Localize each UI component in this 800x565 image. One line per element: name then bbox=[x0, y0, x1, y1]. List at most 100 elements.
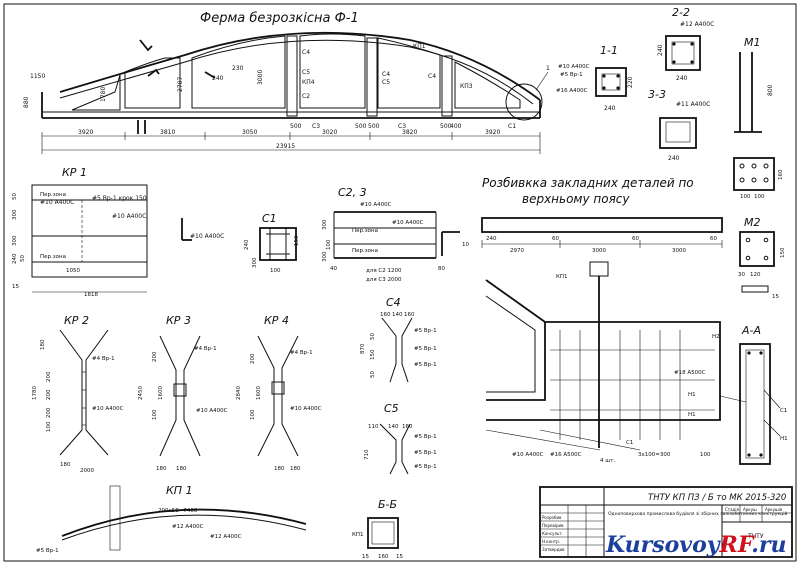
svg-text:500: 500 bbox=[440, 123, 452, 130]
svg-text:#10 А400С: #10 А400С bbox=[558, 64, 590, 70]
svg-text:#5 Вр-1: #5 Вр-1 bbox=[414, 434, 437, 440]
post-1 bbox=[286, 35, 298, 117]
svg-text:Пер.зона: Пер.зона bbox=[352, 248, 378, 254]
svg-text:200x58=7400: 200x58=7400 bbox=[158, 508, 198, 514]
c5-title: С5 bbox=[384, 402, 399, 415]
svg-text:#18 А500С: #18 А500С bbox=[674, 370, 706, 376]
svg-text:180: 180 bbox=[290, 466, 301, 472]
svg-text:60: 60 bbox=[632, 236, 639, 242]
svg-text:#12 А400С: #12 А400С bbox=[172, 524, 204, 530]
svg-text:110: 110 bbox=[368, 424, 379, 430]
svg-text:Стадія: Стадія bbox=[725, 507, 739, 512]
svg-text:180: 180 bbox=[274, 466, 285, 472]
svg-text:#10 А400С: #10 А400С bbox=[512, 452, 544, 458]
m2-title: М2 bbox=[744, 216, 761, 229]
svg-text:60: 60 bbox=[710, 236, 717, 242]
svg-text:100: 100 bbox=[326, 239, 332, 250]
svg-text:Перевірив: Перевірив bbox=[542, 523, 564, 528]
svg-text:#10 А400С: #10 А400С bbox=[360, 202, 392, 208]
section-1-1: 1-1 #10 А400С #5 Вр-1 #16 А400С 240 220 bbox=[556, 44, 634, 112]
svg-text:1780: 1780 bbox=[100, 87, 107, 102]
layout-title-2: верхньому поясу bbox=[522, 192, 630, 206]
svg-text:#10 А400С: #10 А400С bbox=[392, 220, 424, 226]
svg-text:Пер.зона: Пер.зона bbox=[40, 254, 66, 260]
svg-text:140: 140 bbox=[388, 424, 399, 430]
svg-text:С3: С3 bbox=[398, 123, 406, 130]
svg-text:880: 880 bbox=[23, 96, 30, 108]
svg-text:3050: 3050 bbox=[242, 129, 257, 136]
svg-text:1150: 1150 bbox=[30, 73, 45, 80]
svg-text:С5: С5 bbox=[382, 79, 390, 86]
svg-text:300: 300 bbox=[12, 235, 18, 246]
svg-text:#10 А400С: #10 А400С bbox=[290, 406, 322, 412]
c23-title: С2, 3 bbox=[338, 186, 367, 199]
kr3-title: КР 3 bbox=[166, 314, 191, 327]
svg-text:30: 30 bbox=[738, 272, 745, 278]
svg-text:#10 А400С: #10 А400С bbox=[112, 213, 146, 220]
svg-text:3020: 3020 bbox=[322, 129, 337, 136]
svg-text:4 шт.: 4 шт. bbox=[600, 458, 615, 464]
cage-c23: С2, 3 #10 А400С #10 А400С Пер.зона Пер.з… bbox=[322, 186, 469, 283]
svg-text:2840: 2840 bbox=[236, 386, 242, 400]
kr1-title: КР 1 bbox=[62, 166, 87, 179]
truss-heights: 1150 880 1780 2707 3000 bbox=[23, 70, 264, 108]
kp1-title: КП 1 bbox=[166, 484, 193, 497]
svg-text:Консульт.: Консульт. bbox=[542, 531, 563, 536]
svg-text:240: 240 bbox=[657, 44, 664, 56]
lifting-loops bbox=[137, 39, 216, 134]
section-1-1-title: 1-1 bbox=[600, 44, 618, 57]
svg-text:220: 220 bbox=[627, 76, 634, 88]
section-3-3-title: 3-3 bbox=[648, 88, 666, 101]
svg-text:2707: 2707 bbox=[177, 77, 184, 92]
svg-text:160: 160 bbox=[402, 424, 413, 430]
svg-text:870: 870 bbox=[360, 343, 366, 354]
svg-text:500: 500 bbox=[355, 123, 367, 130]
cage-c4: С4 #5 Вр-1 #5 Вр-1 #5 Вр-1 160 140 160 8… bbox=[360, 296, 437, 383]
svg-text:С4: С4 bbox=[382, 71, 390, 78]
svg-text:300: 300 bbox=[322, 219, 328, 230]
embedded-plate: 100 100 160 bbox=[733, 157, 784, 200]
svg-text:3820: 3820 bbox=[402, 129, 417, 136]
svg-text:710: 710 bbox=[364, 449, 370, 460]
svg-text:#10 А400С: #10 А400С bbox=[196, 408, 228, 414]
svg-text:100: 100 bbox=[270, 268, 281, 274]
svg-text:100: 100 bbox=[740, 194, 751, 200]
svg-text:1050: 1050 bbox=[66, 268, 80, 274]
cage-kr2: КР 2 #4 Вр-1 #10 А400С 180 1780 200 200 … bbox=[32, 314, 124, 474]
svg-text:400: 400 bbox=[450, 123, 462, 130]
svg-text:#16 А400С: #16 А400С bbox=[556, 88, 588, 94]
svg-text:50: 50 bbox=[12, 193, 18, 200]
top-chord bbox=[59, 31, 541, 101]
svg-text:40: 40 bbox=[330, 266, 337, 272]
post-2 bbox=[366, 37, 378, 117]
svg-text:50: 50 bbox=[20, 255, 26, 262]
detail-circle bbox=[505, 83, 543, 121]
svg-text:180: 180 bbox=[156, 466, 167, 472]
svg-text:#5 Вр-1: #5 Вр-1 bbox=[36, 548, 59, 554]
svg-text:#5 Вр-1: #5 Вр-1 bbox=[414, 328, 437, 334]
svg-text:#4 Вр-1: #4 Вр-1 bbox=[194, 346, 217, 352]
svg-text:180: 180 bbox=[60, 462, 71, 468]
dim-ticks bbox=[41, 132, 541, 154]
svg-text:2970: 2970 bbox=[510, 248, 524, 254]
cage-kp1: КП 1 200x58=7400 #12 А400С #12 А400С #5 … bbox=[36, 484, 307, 554]
svg-text:#11 А400С: #11 А400С bbox=[676, 101, 710, 108]
svg-text:240: 240 bbox=[486, 236, 497, 242]
svg-text:120: 120 bbox=[750, 272, 761, 278]
svg-text:Н1: Н1 bbox=[688, 392, 696, 398]
svg-text:160: 160 bbox=[378, 554, 389, 560]
svg-text:Н1: Н1 bbox=[780, 436, 788, 442]
c1-title: С1 bbox=[262, 212, 277, 225]
svg-text:#12 А400С: #12 А400С bbox=[680, 21, 714, 28]
svg-text:2000: 2000 bbox=[80, 468, 94, 474]
cage-kr4: КР 4 #4 Вр-1 #10 А400С 2840 200 180 100 … bbox=[236, 314, 322, 472]
svg-text:С1: С1 bbox=[508, 123, 516, 130]
drawing-description: Одноповерхова промислова будівля зі збір… bbox=[608, 510, 787, 517]
svg-text:1600: 1600 bbox=[256, 386, 262, 400]
svg-text:Пер.зона: Пер.зона bbox=[352, 228, 378, 234]
svg-text:1: 1 bbox=[546, 65, 550, 72]
section-3-3: 3-3 #11 А400С 240 bbox=[648, 88, 710, 162]
section-b-b: Б-Б КП1 15 160 15 bbox=[352, 498, 403, 560]
m1-title: М1 bbox=[744, 36, 761, 49]
kr4-title: КР 4 bbox=[264, 314, 289, 327]
